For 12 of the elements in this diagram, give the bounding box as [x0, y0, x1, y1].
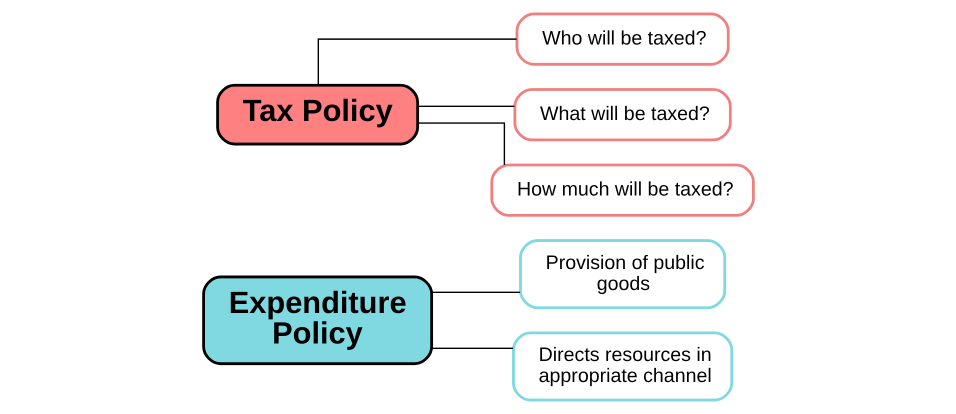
connector [418, 122, 505, 165]
node-box: Tax Policy [216, 84, 419, 146]
node-box: How much will be taxed? [490, 164, 754, 217]
node-box: What will be taxed? [512, 88, 732, 142]
node-box: Expenditure Policy [202, 276, 433, 366]
connector [432, 292, 520, 294]
node-box: Provision of public goods [518, 239, 726, 310]
node-box: Who will be taxed? [515, 12, 730, 66]
connector [317, 38, 516, 86]
connector [417, 106, 514, 107]
connector [432, 348, 513, 349]
node-box: Directs resources in appropriate channel [512, 332, 733, 402]
